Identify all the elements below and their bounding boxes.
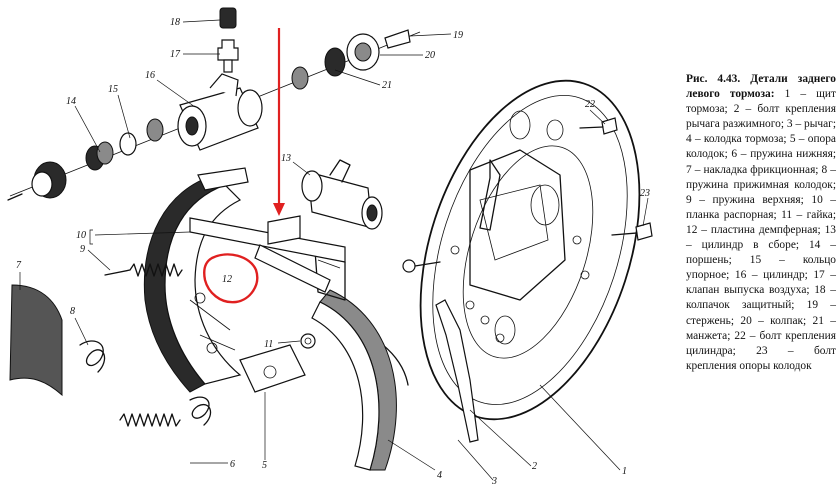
callout-23: 23 <box>640 188 650 199</box>
callout-14: 14 <box>66 96 76 107</box>
callout-12: 12 <box>222 274 232 285</box>
caption-body: 1 – щит тормоза; 2 – болт крепления рыча… <box>686 88 836 372</box>
callout-numbers: 1 2 3 4 5 6 7 8 9 10 11 12 13 14 15 16 1… <box>16 17 650 484</box>
callout-19: 19 <box>453 30 463 41</box>
bleeder-valve <box>217 7 239 73</box>
callout-10-bracket <box>89 229 93 245</box>
callout-16: 16 <box>145 70 155 81</box>
red-annotations <box>203 28 285 304</box>
callout-5: 5 <box>262 460 267 471</box>
callout-10: 10 <box>76 230 86 241</box>
callout-4: 4 <box>437 470 442 481</box>
callout-9: 9 <box>80 244 85 255</box>
callout-20: 20 <box>425 50 435 61</box>
exploded-cylinder <box>7 29 421 201</box>
parking-lever <box>382 259 479 443</box>
figure-caption: Рис. 4.43. Детали заднего левого тормоза… <box>686 72 836 374</box>
caption-heading: Рис. 4.43. Детали заднего левого тормоза… <box>686 73 836 101</box>
callout-2: 2 <box>532 461 537 472</box>
callout-13: 13 <box>281 153 291 164</box>
callout-15: 15 <box>108 84 118 95</box>
callout-7: 7 <box>16 260 22 271</box>
red-highlight-circle <box>203 253 259 304</box>
callout-18: 18 <box>170 17 180 28</box>
backing-plate <box>419 79 641 421</box>
callout-11: 11 <box>264 339 273 350</box>
wheel-cylinder-assembly <box>301 159 383 230</box>
callout-22: 22 <box>585 99 595 110</box>
leader-lines <box>19 19 649 481</box>
strut-bar <box>189 215 346 293</box>
small-parts <box>9 117 653 427</box>
callout-21: 21 <box>382 80 392 91</box>
left-brake-shoe <box>143 167 249 393</box>
callout-3: 3 <box>491 476 497 484</box>
callout-6: 6 <box>230 459 235 470</box>
callout-8: 8 <box>70 306 75 317</box>
callout-17: 17 <box>170 49 181 60</box>
callout-1: 1 <box>622 466 627 477</box>
red-arrow-head <box>273 203 285 216</box>
